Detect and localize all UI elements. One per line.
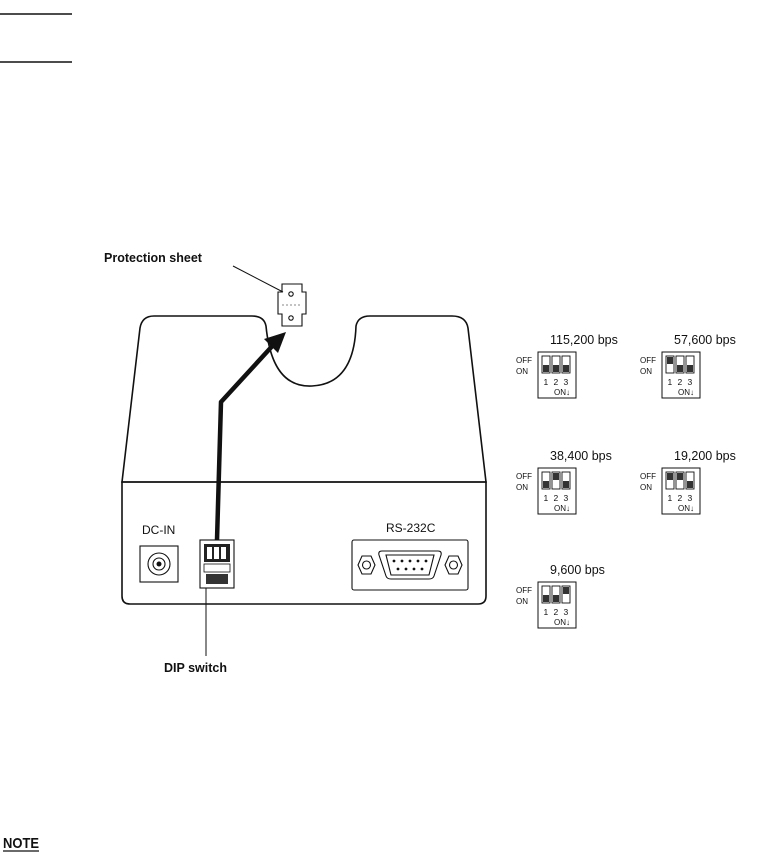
dip-switch-2-on — [675, 355, 685, 374]
dip-switch-2-on — [551, 355, 561, 374]
on-direction-label: ON↓ — [554, 618, 570, 627]
dip-switch-3-on — [561, 471, 571, 490]
on-direction-label: ON↓ — [678, 504, 694, 513]
rs232c-label: RS-232C — [386, 521, 436, 535]
on-label: ON — [640, 483, 652, 492]
baud-rate-label: 57,600 bps — [674, 333, 736, 347]
dc-in-label: DC-IN — [142, 523, 175, 537]
dip-switch-body — [537, 351, 577, 399]
on-label: ON — [640, 367, 652, 376]
on-label: ON — [516, 483, 528, 492]
cradle-device — [121, 315, 487, 605]
rs232c-connector — [351, 539, 469, 591]
switch-number: 1 — [668, 493, 673, 503]
off-label: OFF — [640, 356, 656, 365]
dip-switch-2-off — [551, 471, 561, 490]
protection-sheet-label: Protection sheet — [104, 251, 203, 265]
on-label: ON — [516, 597, 528, 606]
switch-number: 2 — [678, 493, 683, 503]
note-label: NOTE — [3, 835, 39, 852]
dip-switch-3-on — [685, 355, 695, 374]
protection-sheet-part — [277, 283, 307, 327]
switch-number: 3 — [564, 493, 569, 503]
switch-number: 2 — [678, 377, 683, 387]
dip-switch-body — [661, 351, 701, 399]
switch-number: 1 — [544, 377, 549, 387]
device-dip-switch[interactable] — [199, 539, 235, 589]
note-label-text: NOTE — [3, 835, 39, 852]
protection-sheet-leader — [232, 265, 284, 293]
off-label: OFF — [516, 356, 532, 365]
switch-number: 3 — [688, 377, 693, 387]
dip-switch-3-on — [561, 355, 571, 374]
on-direction-label: ON↓ — [554, 504, 570, 513]
dip-switch-body — [661, 467, 701, 515]
on-direction-label: ON↓ — [678, 388, 694, 397]
baud-rate-label: 19,200 bps — [674, 449, 736, 463]
baud-rate-label: 38,400 bps — [550, 449, 612, 463]
switch-number: 1 — [544, 607, 549, 617]
switch-number: 3 — [688, 493, 693, 503]
dip-switch-1-off — [665, 355, 675, 374]
dip-switch-1-on — [541, 471, 551, 490]
dip-switch-1-on — [541, 585, 551, 604]
off-label: OFF — [516, 472, 532, 481]
switch-number: 2 — [554, 607, 559, 617]
on-direction-label: ON↓ — [554, 388, 570, 397]
switch-number: 2 — [554, 493, 559, 503]
dc-in-jack — [139, 545, 179, 583]
dip-switch-body — [537, 467, 577, 515]
dip-switch-2-on — [551, 585, 561, 604]
off-label: OFF — [516, 586, 532, 595]
removal-arrow — [214, 332, 286, 541]
off-label: OFF — [640, 472, 656, 481]
baud-rate-label: 115,200 bps — [550, 333, 618, 347]
switch-number: 3 — [564, 377, 569, 387]
switch-number: 1 — [544, 493, 549, 503]
cradle-upper-body — [121, 315, 487, 483]
on-label: ON — [516, 367, 528, 376]
cradle-front-panel — [121, 481, 487, 605]
dip-switch-body — [537, 581, 577, 629]
dip-switch-label: DIP switch — [164, 661, 227, 675]
dip-switch-3-off — [561, 585, 571, 604]
dip-switch-1-off — [665, 471, 675, 490]
baud-rate-label: 9,600 bps — [550, 563, 605, 577]
dip-switch-2-off — [675, 471, 685, 490]
switch-number: 3 — [564, 607, 569, 617]
dip-switch-3-on — [685, 471, 695, 490]
switch-number: 1 — [668, 377, 673, 387]
dip-switch-1-on — [541, 355, 551, 374]
switch-number: 2 — [554, 377, 559, 387]
